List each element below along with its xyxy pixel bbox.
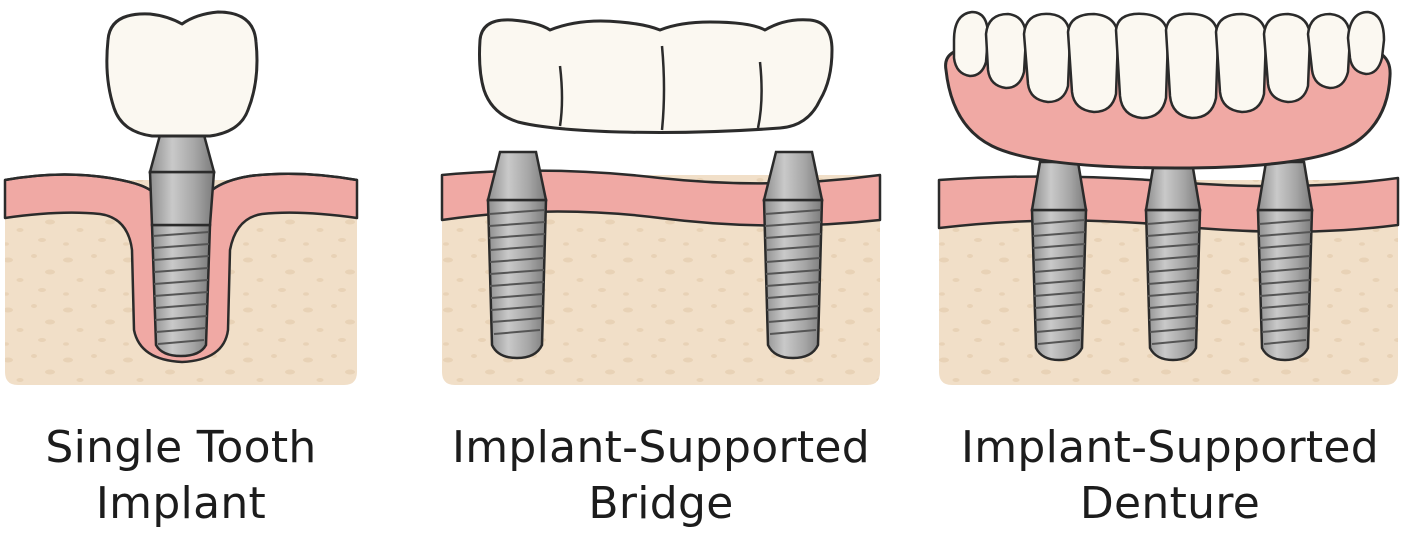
single-tooth-illustration bbox=[3, 10, 359, 385]
caption-line-1: Implant-Supported bbox=[960, 422, 1379, 473]
abutment bbox=[148, 133, 216, 227]
implant-left bbox=[486, 150, 548, 360]
caption-line-2: Bridge bbox=[588, 478, 734, 529]
panel-implant-supported-bridge: Implant-Supported Bridge bbox=[440, 0, 882, 533]
bridge-illustration bbox=[440, 18, 882, 385]
implant-left bbox=[1030, 160, 1088, 362]
caption-line-2: Implant bbox=[95, 478, 267, 529]
crown bbox=[105, 10, 259, 138]
denture-teeth bbox=[952, 10, 1386, 120]
implant-center bbox=[1144, 160, 1202, 362]
caption-line-1: Implant-Supported bbox=[451, 422, 870, 473]
caption-implant-supported-bridge: Implant-Supported Bridge bbox=[440, 420, 882, 532]
caption-line-2: Denture bbox=[1079, 478, 1261, 529]
caption-implant-supported-denture: Implant-Supported Denture bbox=[936, 420, 1404, 532]
denture-illustration bbox=[937, 10, 1400, 385]
caption-single-tooth-implant: Single Tooth Implant bbox=[0, 420, 362, 532]
panel-single-tooth-implant: Single Tooth Implant bbox=[0, 0, 362, 533]
implant-right bbox=[1256, 160, 1314, 362]
panel-implant-supported-denture: Implant-Supported Denture bbox=[936, 0, 1404, 533]
implant-fixture bbox=[150, 223, 212, 358]
caption-line-1: Single Tooth bbox=[45, 422, 317, 473]
implant-right bbox=[762, 150, 824, 360]
bridge-crowns bbox=[478, 18, 834, 134]
